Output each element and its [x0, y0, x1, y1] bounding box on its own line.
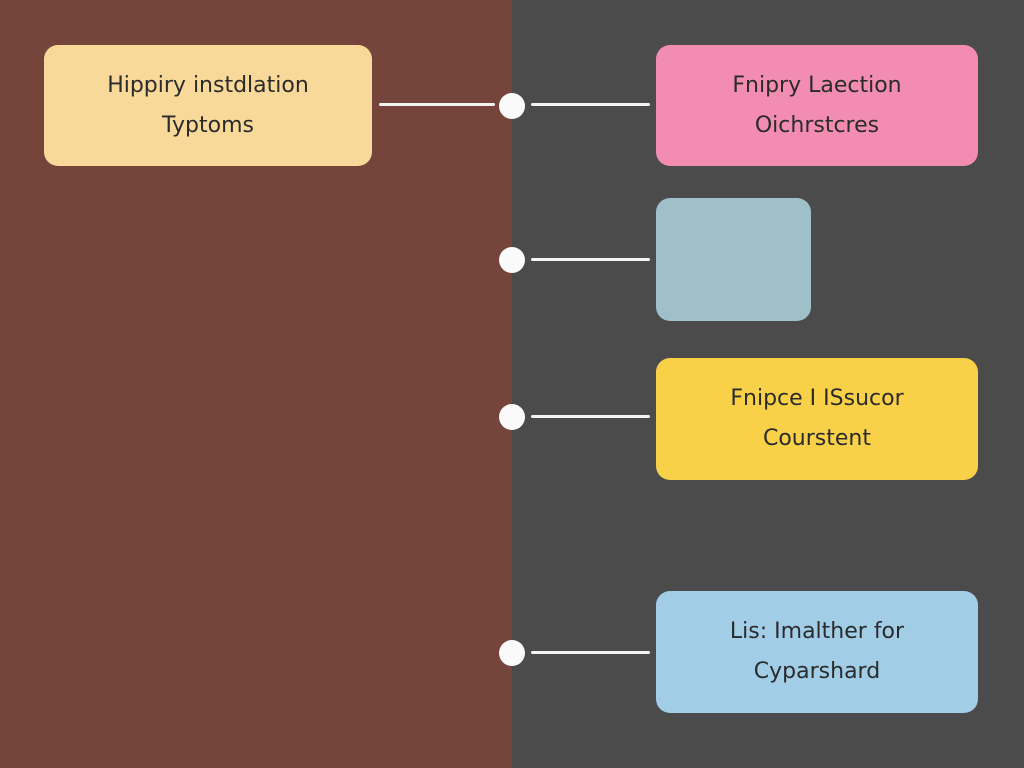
- connector-left-box: [379, 103, 495, 106]
- connector-node-3: [531, 415, 650, 418]
- left-box: Hippiry instdlation Typtoms: [44, 45, 372, 166]
- light-blue-box-line-1: Lis: Imalther for: [729, 619, 905, 644]
- connector-node-4: [531, 651, 650, 654]
- node-1: [499, 93, 525, 119]
- gray-blue-box: [656, 198, 811, 321]
- light-blue-box-line-2: Cyparshard: [753, 659, 881, 684]
- left-box-line-2: Typtoms: [162, 112, 254, 138]
- node-2: [499, 247, 525, 273]
- yellow-box-line-2: Courstent: [762, 426, 871, 451]
- pink-box-line-2: Oichrstcres: [754, 112, 880, 138]
- pink-box: Fnipry Laection Oichrstcres: [656, 45, 978, 166]
- left-box-line-1: Hippiry instdlation: [107, 72, 309, 98]
- connector-node-2: [531, 258, 650, 261]
- connector-node-1: [531, 103, 650, 106]
- pink-box-line-1: Fnipry Laection: [732, 72, 902, 98]
- yellow-box: Fnipce I ISsucor Courstent: [656, 358, 978, 480]
- light-blue-box: Lis: Imalther for Cyparshard: [656, 591, 978, 713]
- node-4: [499, 640, 525, 666]
- yellow-box-line-1: Fnipce I ISsucor: [730, 386, 904, 411]
- node-3: [499, 404, 525, 430]
